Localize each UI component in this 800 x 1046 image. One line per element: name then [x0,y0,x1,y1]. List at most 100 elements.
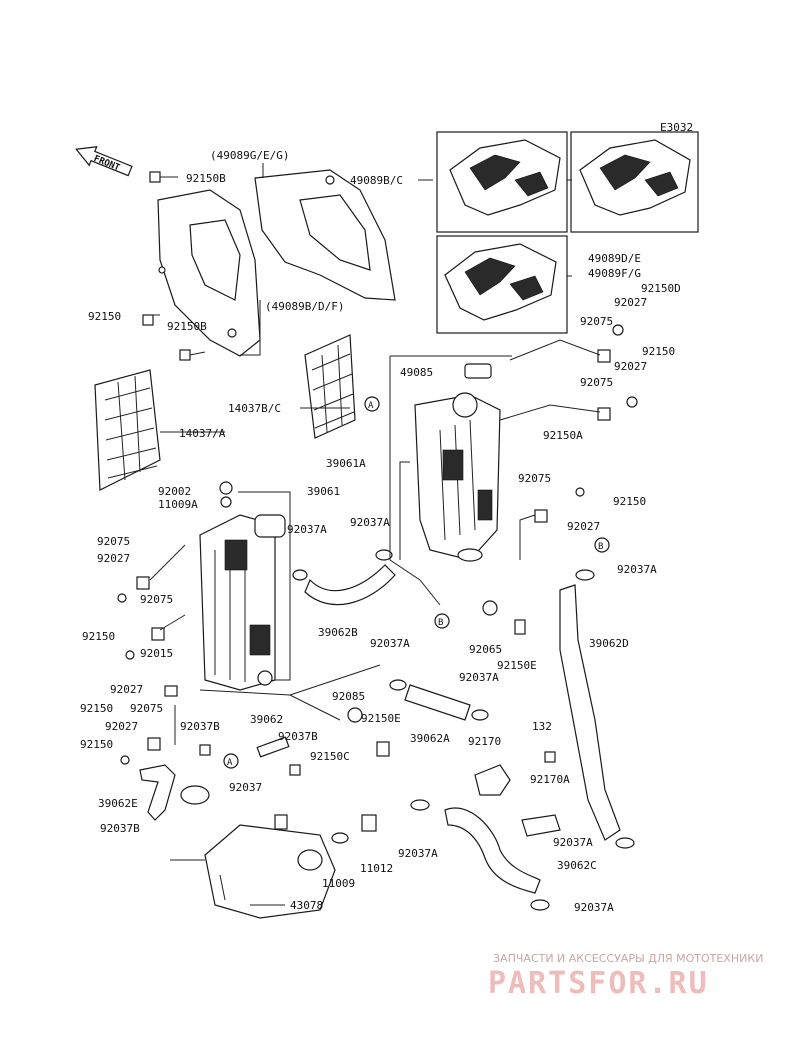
part-label: 92150D [641,282,681,295]
part-label: 92037 [229,781,262,794]
radiator-right [414,392,501,562]
clamp-92170a [521,814,561,837]
bolt-92150b-top [149,171,178,183]
part-label: 92037A [617,563,657,576]
part-label: 92150A [543,429,583,442]
clamp-92037a-6 [410,799,430,811]
part-label: 92170 [468,735,501,748]
hose-39062a [404,684,471,721]
part-label: 92150E [497,659,537,672]
part-label: 92065 [469,643,502,656]
radiator-cap-49085 [464,363,492,379]
part-label: 92075 [518,472,551,485]
part-label: 92075 [140,593,173,606]
bolt-92150b-bottom [179,349,206,361]
part-label: 92037B [278,730,318,743]
part-label: 92027 [110,683,143,696]
part-label: 92170A [530,773,570,786]
part-label: 11012 [360,862,393,875]
part-label: 92027 [567,520,600,533]
part-label: 92037A [398,847,438,860]
clamp-92037a-8 [530,899,550,911]
decal-panel-upper-right [570,131,699,233]
part-label: 92150B [186,172,226,185]
callout-circle-b-2: B [594,537,610,553]
bracket-92170 [474,764,511,796]
hose-39062b [304,564,396,606]
part-label: 92150 [80,702,113,715]
clamp-92037a-4 [389,679,407,691]
part-label: 92037A [287,523,327,536]
part-label: 92150 [613,495,646,508]
part-label: 14037/A [179,427,226,440]
part-label: 92150 [80,738,113,751]
part-label: 43078 [290,899,323,912]
hose-39062d [559,584,621,841]
clamp-92037a-3 [575,569,595,581]
part-label: 132 [532,720,552,733]
part-label: 49089F/G [588,267,641,280]
clamp-92037a-1 [292,569,308,581]
callout-letter: B [598,542,603,552]
part-label: 92037B [100,822,140,835]
part-label: (49089G/E/G) [210,149,289,162]
part-label: 92150B [167,320,207,333]
part-labels: (49089G/E/G) 92150B 49089B/C (49089B/D/F… [80,149,681,914]
part-label: 49089B/C [350,174,403,187]
radiator-left [199,481,286,691]
front-arrow-icon: FRONT [75,146,133,177]
clamp-92037 [180,785,210,805]
leader-lines [147,163,601,906]
part-label: 39062C [557,859,597,872]
part-label: 39062A [410,732,450,745]
decal-panel-lower [436,235,568,334]
part-label: 92075 [130,702,163,715]
part-label: 92150E [361,712,401,725]
hose-39062c [444,807,541,894]
part-label: 92037A [350,516,390,529]
watermark: ЗАПЧАСТИ И АКСЕССУАРЫ ДЛЯ МОТОТЕХНИКИ PA… [488,952,763,1001]
decal-panel-upper-left [436,131,568,233]
part-label: 92150C [310,750,350,763]
small-hardware [117,324,638,844]
part-label: 92085 [332,690,365,703]
clamp-92037a-5 [471,709,489,721]
part-label: 11009A [158,498,198,511]
part-label: 49089D/E [588,252,641,265]
part-label: 92027 [97,552,130,565]
part-label: 92075 [580,376,613,389]
part-label: 92037A [574,901,614,914]
part-label: 11009 [322,877,355,890]
part-label: 92002 [158,485,191,498]
callout-circle-a-2: A [223,753,239,769]
part-label: 92037A [459,671,499,684]
bolt-92150-left [142,314,154,326]
hose-39062e [139,764,176,821]
radiator-shroud-inner [157,189,261,357]
part-label: 92075 [97,535,130,548]
pipe-39062 [256,736,290,758]
part-label: 39062 [250,713,283,726]
part-label: 92075 [580,315,613,328]
watermark-tagline: ЗАПЧАСТИ И АКСЕССУАРЫ ДЛЯ МОТОТЕХНИКИ [493,952,763,965]
radiator-guard-right [304,334,356,439]
part-label: 39061A [326,457,366,470]
part-label: 92037A [370,637,410,650]
part-label: 92027 [614,360,647,373]
diagram-code: E3032 [660,121,693,134]
part-label: 92015 [140,647,173,660]
part-label: 39062E [98,797,138,810]
part-label: (49089B/D/F) [265,300,344,313]
part-label: 39062B [318,626,358,639]
radiator-guard-left [94,369,161,491]
part-label: 39061 [307,485,340,498]
callout-letter: A [368,401,374,411]
radiator-shroud-outer [254,169,396,301]
clamp-92037a-7 [615,837,635,849]
part-label: 92037A [553,836,593,849]
reserve-tank [204,814,336,919]
part-label: 92150 [82,630,115,643]
part-label: 14037B/C [228,402,281,415]
callout-circle-b-1: B [434,613,450,629]
